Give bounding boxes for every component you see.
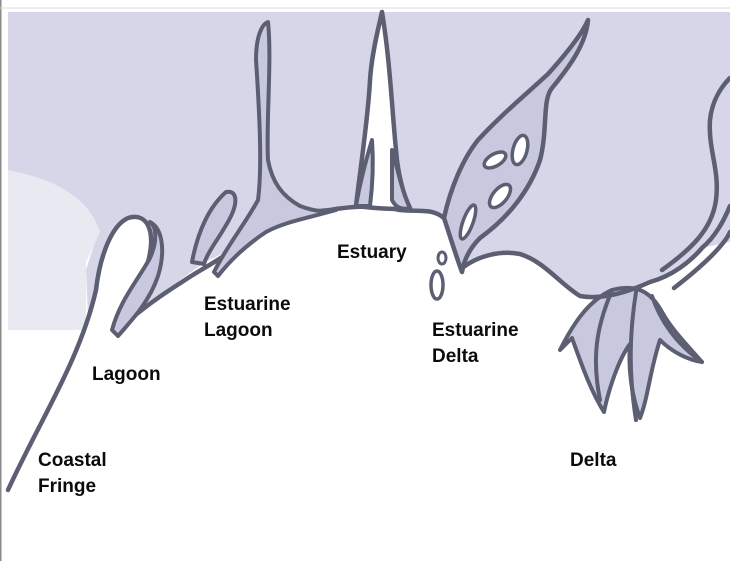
delta-island-5	[431, 271, 443, 299]
delta-island-6	[438, 252, 446, 264]
label-coastal-fringe: Coastal Fringe	[38, 448, 107, 500]
label-estuary: Estuary	[337, 240, 407, 266]
label-estuarine-delta: Estuarine Delta	[432, 318, 519, 370]
label-lagoon: Lagoon	[92, 362, 161, 388]
label-estuarine-delta-line2: Delta	[432, 344, 519, 370]
label-estuarine-lagoon: Estuarine Lagoon	[204, 292, 291, 344]
label-estuarine-delta-line1: Estuarine	[432, 318, 519, 344]
label-lagoon-text: Lagoon	[92, 364, 161, 385]
label-coastal-fringe-line1: Coastal	[38, 448, 107, 474]
label-estuarine-lagoon-line1: Estuarine	[204, 292, 291, 318]
label-coastal-fringe-line2: Fringe	[38, 474, 107, 500]
label-estuarine-lagoon-line2: Lagoon	[204, 318, 291, 344]
label-delta: Delta	[570, 448, 616, 474]
label-estuary-text: Estuary	[337, 242, 407, 263]
label-delta-text: Delta	[570, 450, 616, 471]
